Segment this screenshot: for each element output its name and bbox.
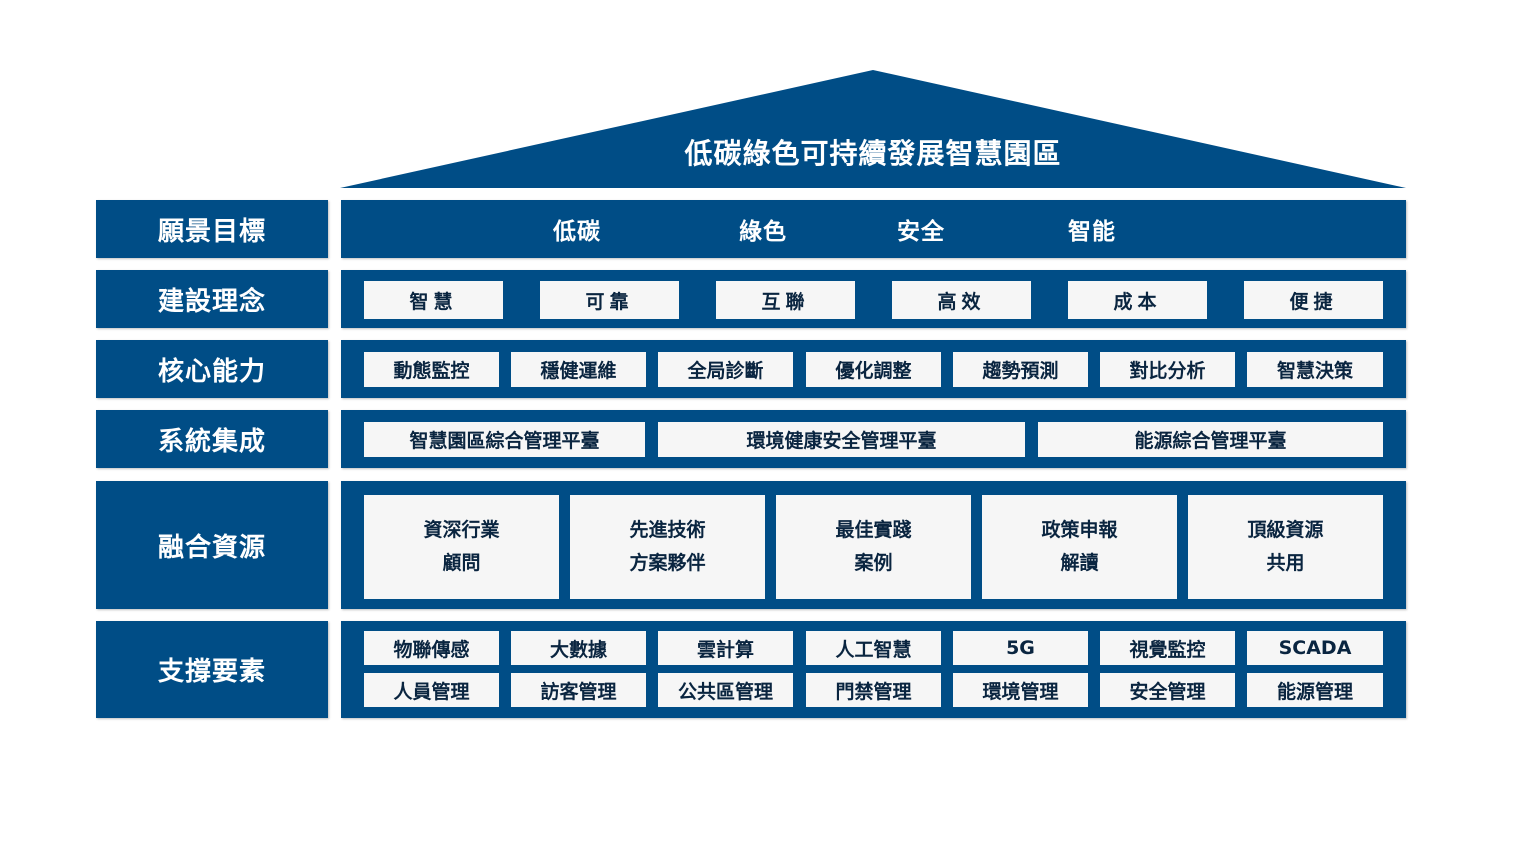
core-item: 對比分析 <box>1100 352 1235 387</box>
support-item-top: 視覺監控 <box>1100 631 1235 665</box>
support-item-top: 人工智慧 <box>806 631 941 665</box>
resource-item: 最佳實踐 案例 <box>776 495 971 599</box>
support-item-top: 物聯傳感 <box>364 631 499 665</box>
row-body-core: 動態監控 穩健運維 全局診斷 優化調整 趨勢預測 對比分析 智慧決策 <box>341 340 1406 398</box>
row-label-support: 支撐要素 <box>96 621 328 718</box>
resource-line: 案例 <box>854 552 893 574</box>
vision-item: 綠色 <box>739 219 787 245</box>
roof-title: 低碳綠色可持續發展智慧園區 <box>684 137 1062 170</box>
roof-triangle <box>340 70 1406 188</box>
resource-item: 政策申報 解讀 <box>982 495 1177 599</box>
system-item: 環境健康安全管理平臺 <box>658 422 1025 457</box>
concept-item: 高效 <box>892 281 1031 319</box>
support-item-top: 大數據 <box>511 631 646 665</box>
resource-item: 先進技術 方案夥伴 <box>570 495 765 599</box>
core-item: 智慧決策 <box>1247 352 1383 387</box>
core-item: 優化調整 <box>806 352 941 387</box>
row-body-concept: 智慧 可靠 互聯 高效 成本 便捷 <box>341 270 1406 328</box>
concept-item: 成本 <box>1068 281 1207 319</box>
core-item: 全局診斷 <box>658 352 793 387</box>
core-item: 動態監控 <box>364 352 499 387</box>
row-body-system: 智慧園區綜合管理平臺 環境健康安全管理平臺 能源綜合管理平臺 <box>341 410 1406 468</box>
resource-line: 共用 <box>1266 552 1305 574</box>
resource-line: 解讀 <box>1060 552 1099 574</box>
support-item-bottom: 能源管理 <box>1247 673 1383 707</box>
row-label-core: 核心能力 <box>96 340 328 398</box>
core-item: 穩健運維 <box>511 352 646 387</box>
row-body-support: 物聯傳感 大數據 雲計算 人工智慧 5G 視覺監控 SCADA 人員管理 訪客管… <box>341 621 1406 718</box>
resource-line: 資深行業 <box>423 519 500 541</box>
row-body-resources: 資深行業 顧問 先進技術 方案夥伴 最佳實踐 案例 政策申報 解讀 頂級資源 共… <box>341 481 1406 609</box>
vision-item: 安全 <box>897 219 945 245</box>
row-label-vision: 願景目標 <box>96 200 328 258</box>
row-label-resources: 融合資源 <box>96 481 328 609</box>
vision-item: 智能 <box>1068 219 1116 245</box>
system-item: 能源綜合管理平臺 <box>1038 422 1383 457</box>
support-item-top: 雲計算 <box>658 631 793 665</box>
support-item-bottom: 訪客管理 <box>511 673 646 707</box>
resource-line: 政策申報 <box>1041 519 1118 541</box>
system-item: 智慧園區綜合管理平臺 <box>364 422 645 457</box>
support-item-top: SCADA <box>1247 631 1383 665</box>
resource-item: 資深行業 顧問 <box>364 495 559 599</box>
vision-item: 低碳 <box>553 219 601 245</box>
concept-item: 便捷 <box>1244 281 1383 319</box>
resource-line: 方案夥伴 <box>629 552 706 574</box>
support-item-bottom: 門禁管理 <box>806 673 941 707</box>
support-item-bottom: 人員管理 <box>364 673 499 707</box>
support-item-bottom: 公共區管理 <box>658 673 793 707</box>
resource-line: 頂級資源 <box>1247 519 1324 541</box>
resource-line: 最佳實踐 <box>835 519 912 541</box>
support-item-bottom: 安全管理 <box>1100 673 1235 707</box>
resource-line: 先進技術 <box>629 519 706 541</box>
row-label-system: 系統集成 <box>96 410 328 468</box>
core-item: 趨勢預測 <box>953 352 1088 387</box>
support-item-bottom: 環境管理 <box>953 673 1088 707</box>
resource-item: 頂級資源 共用 <box>1188 495 1383 599</box>
resource-line: 顧問 <box>442 552 481 574</box>
support-item-top: 5G <box>953 631 1088 665</box>
concept-item: 可靠 <box>540 281 679 319</box>
row-label-concept: 建設理念 <box>96 270 328 328</box>
concept-item: 智慧 <box>364 281 503 319</box>
concept-item: 互聯 <box>716 281 855 319</box>
row-body-vision: 低碳 綠色 安全 智能 <box>341 200 1406 258</box>
